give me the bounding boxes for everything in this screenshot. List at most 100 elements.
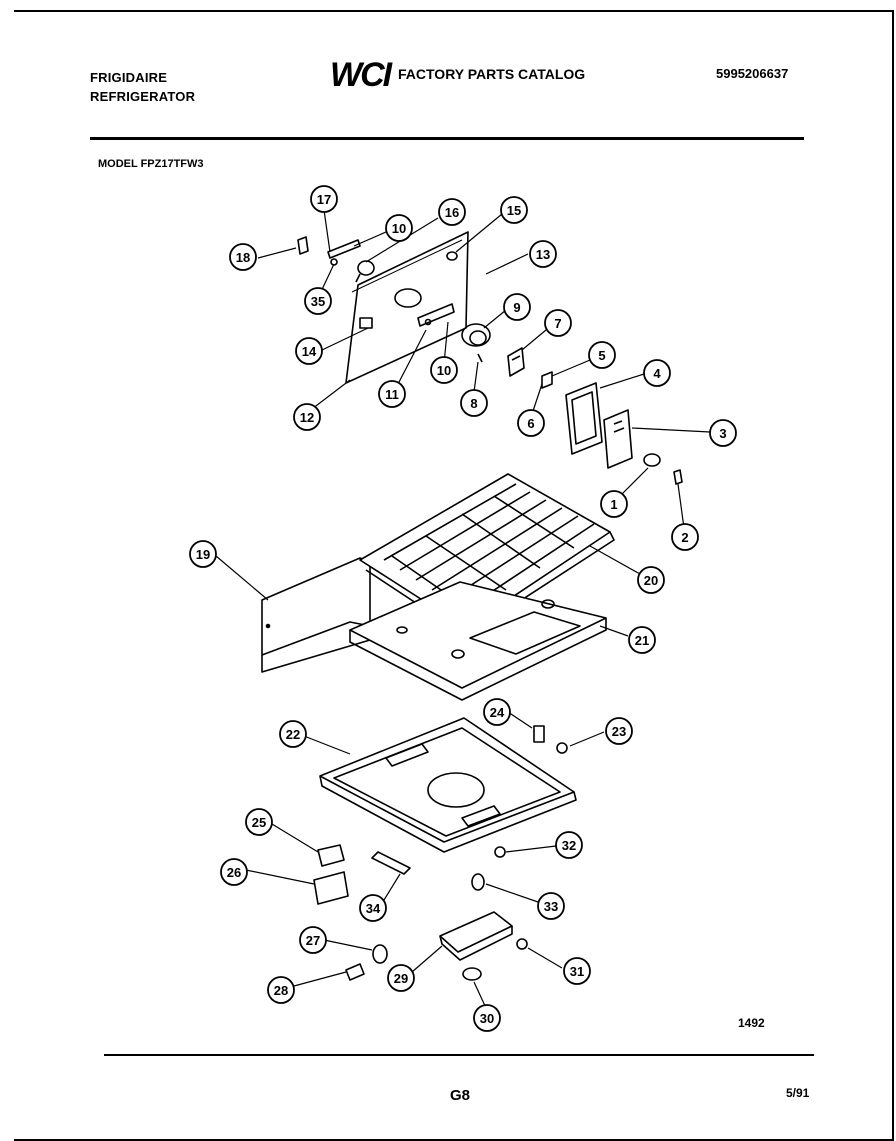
footer-date: 5/91 [786, 1086, 810, 1100]
svg-text:14: 14 [302, 344, 317, 359]
callout-10b: 10 [430, 356, 458, 384]
svg-text:24: 24 [490, 705, 505, 720]
svg-text:11: 11 [385, 387, 399, 402]
control-7 [507, 347, 525, 377]
callout-7: 7 [544, 309, 572, 337]
nut-31 [516, 938, 528, 950]
socket-25 [317, 844, 345, 867]
catalog-part-number: 5995206637 [716, 66, 789, 81]
svg-text:29: 29 [394, 971, 408, 986]
callout-13: 13 [529, 240, 557, 268]
callout-23: 23 [605, 717, 633, 745]
callout-17: 17 [310, 185, 338, 213]
svg-text:18: 18 [236, 250, 250, 265]
callout-3: 3 [709, 419, 737, 447]
bracket-17 [327, 239, 361, 259]
callout-4: 4 [643, 359, 671, 387]
callout-25: 25 [245, 808, 273, 836]
callout-1: 1 [600, 490, 628, 518]
callout-11: 11 [378, 380, 406, 408]
svg-text:32: 32 [562, 838, 576, 853]
svg-text:22: 22 [286, 727, 300, 742]
callout-16: 16 [438, 198, 466, 226]
svg-text:30: 30 [480, 1011, 494, 1026]
svg-text:10: 10 [437, 363, 451, 378]
svg-text:34: 34 [366, 901, 381, 916]
callout-2: 2 [671, 523, 699, 551]
screw-32 [494, 846, 506, 858]
svg-text:23: 23 [612, 724, 626, 739]
callout-14: 14 [295, 337, 323, 365]
callout-32: 32 [555, 831, 583, 859]
svg-text:8: 8 [470, 396, 477, 411]
callout-22: 22 [279, 720, 307, 748]
svg-text:9: 9 [513, 300, 520, 315]
bracket-11 [417, 303, 455, 327]
knob-1 [643, 453, 661, 467]
screw-24 [533, 725, 545, 743]
callout-21: 21 [628, 626, 656, 654]
svg-text:25: 25 [252, 815, 266, 830]
svg-text:31: 31 [570, 964, 584, 979]
callout-29: 29 [387, 964, 415, 992]
svg-text:19: 19 [196, 547, 210, 562]
page-border [14, 10, 894, 1141]
thermostat-9 [461, 323, 491, 363]
bracket-29 [439, 911, 513, 961]
svg-text:28: 28 [274, 983, 288, 998]
callout-27: 27 [299, 926, 327, 954]
svg-text:4: 4 [653, 366, 661, 381]
svg-text:20: 20 [644, 573, 658, 588]
screw-2 [673, 469, 683, 485]
model-label: MODEL FPZ17TFW3 [98, 158, 204, 170]
header-rule [90, 137, 804, 140]
svg-text:35: 35 [311, 294, 325, 309]
screw-23 [556, 742, 568, 754]
svg-text:15: 15 [507, 203, 521, 218]
catalog-title: FACTORY PARTS CATALOG [398, 66, 586, 82]
part-28 [345, 963, 365, 981]
callout-6: 6 [517, 409, 545, 437]
drawing-number: 1492 [738, 1016, 765, 1030]
callout-19: 19 [189, 540, 217, 568]
svg-text:21: 21 [635, 633, 649, 648]
callout-33: 33 [537, 892, 565, 920]
callouts: 17 10 16 15 18 13 35 9 7 14 5 4 11 10 12… [189, 185, 737, 1032]
page-code: G8 [450, 1087, 471, 1104]
callout-12: 12 [293, 403, 321, 431]
callout-18: 18 [229, 243, 257, 271]
callout-31: 31 [563, 957, 591, 985]
part-drawings [261, 231, 683, 981]
brand-name: FRIGIDAIRE [90, 70, 168, 85]
bulb-27 [372, 944, 388, 964]
callout-26: 26 [220, 858, 248, 886]
strip-34 [371, 851, 411, 875]
svg-text:17: 17 [317, 192, 331, 207]
svg-text:10: 10 [392, 221, 406, 236]
callout-8: 8 [460, 389, 488, 417]
callout-28: 28 [267, 976, 295, 1004]
callout-24: 24 [483, 698, 511, 726]
drip-tray-22 [319, 717, 577, 853]
svg-text:7: 7 [554, 316, 561, 331]
footer-rule [104, 1054, 814, 1056]
callout-15: 15 [500, 196, 528, 224]
callout-20: 20 [637, 566, 665, 594]
svg-text:12: 12 [300, 410, 314, 425]
wci-logo: WCI [330, 58, 396, 90]
housing-26 [313, 871, 349, 905]
light-shield-3 [603, 409, 633, 469]
svg-text:2: 2 [681, 530, 688, 545]
svg-text:26: 26 [227, 865, 241, 880]
fan-motor-16 [355, 260, 375, 283]
svg-text:WCI: WCI [330, 58, 394, 90]
fitting-30 [462, 967, 482, 981]
shelf-frame-19 [261, 557, 371, 673]
svg-text:27: 27 [306, 933, 320, 948]
svg-text:5: 5 [598, 348, 605, 363]
callout-35: 35 [304, 287, 332, 315]
svg-text:16: 16 [445, 205, 459, 220]
svg-text:6: 6 [527, 416, 534, 431]
light-housing-4 [565, 382, 603, 455]
